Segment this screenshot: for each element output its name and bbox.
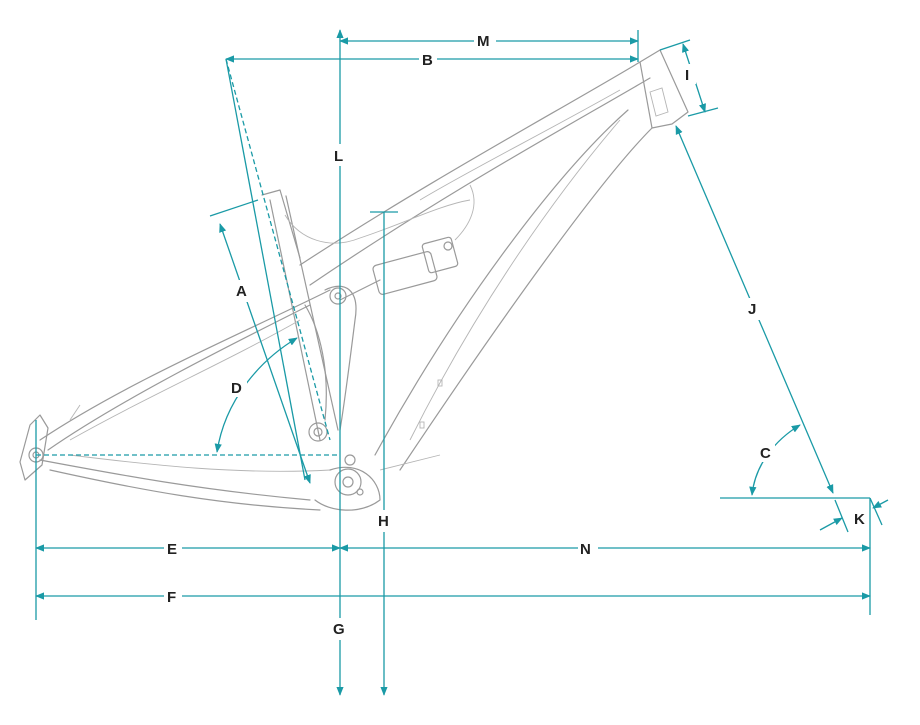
dimension-labels: M B I L A J D C H K E N F G: [164, 30, 869, 640]
dim-line-k-right: [872, 499, 889, 509]
label-k: K: [854, 511, 865, 528]
frame-outline: [19, 49, 689, 511]
label-h: H: [378, 513, 389, 530]
label-j: J: [748, 301, 756, 318]
label-l: L: [334, 148, 343, 165]
label-c: C: [760, 445, 771, 462]
label-e: E: [167, 541, 177, 558]
label-a: A: [236, 283, 247, 300]
dim-line-k-left: [819, 517, 843, 531]
label-m: M: [477, 33, 490, 50]
label-g: G: [333, 621, 345, 638]
label-d: D: [231, 380, 242, 397]
label-f: F: [167, 589, 176, 606]
dimension-lines: [35, 29, 889, 696]
label-b: B: [422, 52, 433, 69]
dim-line-a: [219, 223, 311, 484]
seat-angle-line: [225, 58, 331, 441]
label-n: N: [580, 541, 591, 558]
label-i: I: [685, 67, 689, 84]
